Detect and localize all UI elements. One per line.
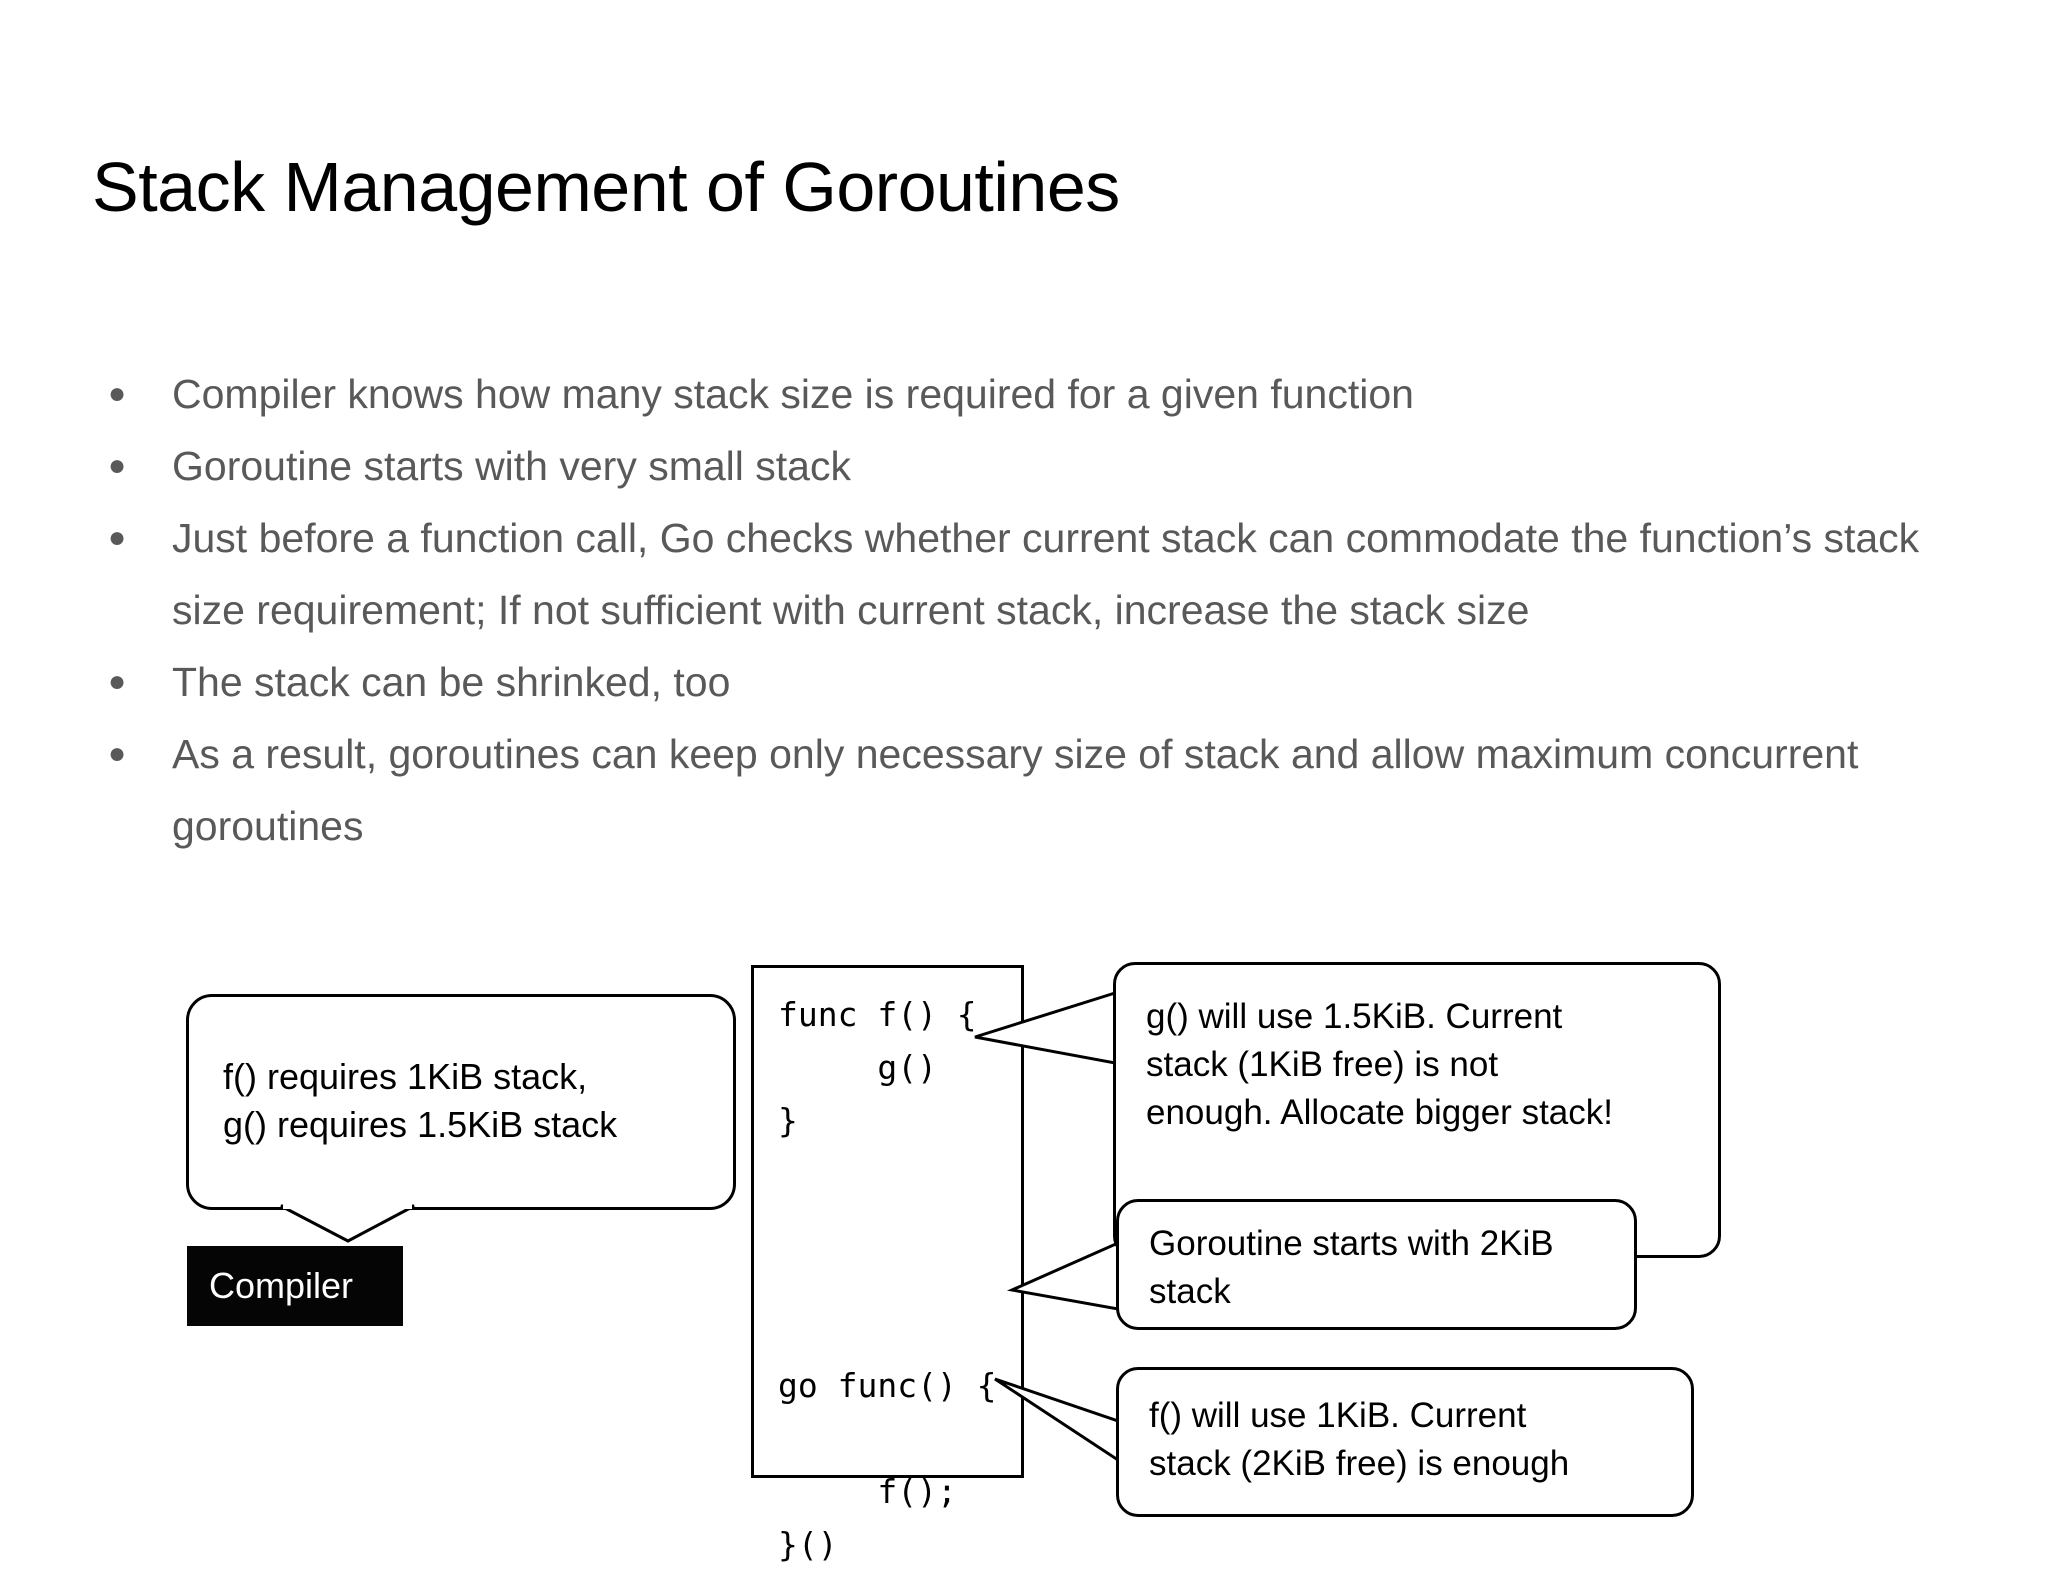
page-title: Stack Management of Goroutines bbox=[92, 148, 1120, 226]
code-snippet-text: func f() { g() } go func() { f(); }() bbox=[778, 995, 997, 1564]
compiler-label-text: Compiler bbox=[209, 1265, 354, 1306]
bullet-dot-icon: ● bbox=[108, 449, 127, 482]
callout-bubble-f: f() will use 1KiB. Current stack (2KiB f… bbox=[1116, 1367, 1694, 1517]
callout-goroutine-tail bbox=[1006, 1240, 1120, 1311]
list-item: ● Goroutine starts with very small stack bbox=[96, 430, 1976, 502]
bullet-text: As a result, goroutines can keep only ne… bbox=[172, 731, 1859, 849]
callout-bubble-goroutine: Goroutine starts with 2KiB stack bbox=[1116, 1199, 1637, 1330]
callout-bubble-f-text: f() will use 1KiB. Current stack (2KiB f… bbox=[1149, 1396, 1570, 1483]
bullet-text: Goroutine starts with very small stack bbox=[172, 443, 851, 489]
list-item: ● Compiler knows how many stack size is … bbox=[96, 358, 1976, 430]
bullet-dot-icon: ● bbox=[108, 665, 127, 698]
compiler-bubble-text: f() requires 1KiB stack, g() requires 1.… bbox=[223, 1056, 618, 1145]
list-item: ● The stack can be shrinked, too bbox=[96, 646, 1976, 718]
compiler-tail-shape bbox=[280, 1204, 415, 1243]
list-item: ● Just before a function call, Go checks… bbox=[96, 502, 1976, 646]
bullet-text: Compiler knows how many stack size is re… bbox=[172, 371, 1414, 417]
bullet-dot-icon: ● bbox=[108, 521, 127, 554]
code-snippet-box: func f() { g() } go func() { f(); }() bbox=[751, 965, 1024, 1564]
bullet-dot-icon: ● bbox=[108, 377, 127, 410]
compiler-speech-bubble: f() requires 1KiB stack, g() requires 1.… bbox=[186, 994, 736, 1210]
bullet-dot-icon: ● bbox=[108, 737, 127, 770]
callout-bubble-g-text: g() will use 1.5KiB. Current stack (1KiB… bbox=[1146, 997, 1613, 1132]
slide-canvas: Stack Management of Goroutines ● Compile… bbox=[92, 148, 1976, 1564]
compiler-label-box: Compiler bbox=[187, 1246, 403, 1326]
callout-bubble-goroutine-text: Goroutine starts with 2KiB stack bbox=[1149, 1224, 1554, 1311]
bullet-text: Just before a function call, Go checks w… bbox=[172, 515, 1920, 633]
list-item: ● As a result, goroutines can keep only … bbox=[96, 718, 1976, 862]
bullet-list: ● Compiler knows how many stack size is … bbox=[96, 358, 1976, 862]
bullet-text: The stack can be shrinked, too bbox=[172, 659, 731, 705]
